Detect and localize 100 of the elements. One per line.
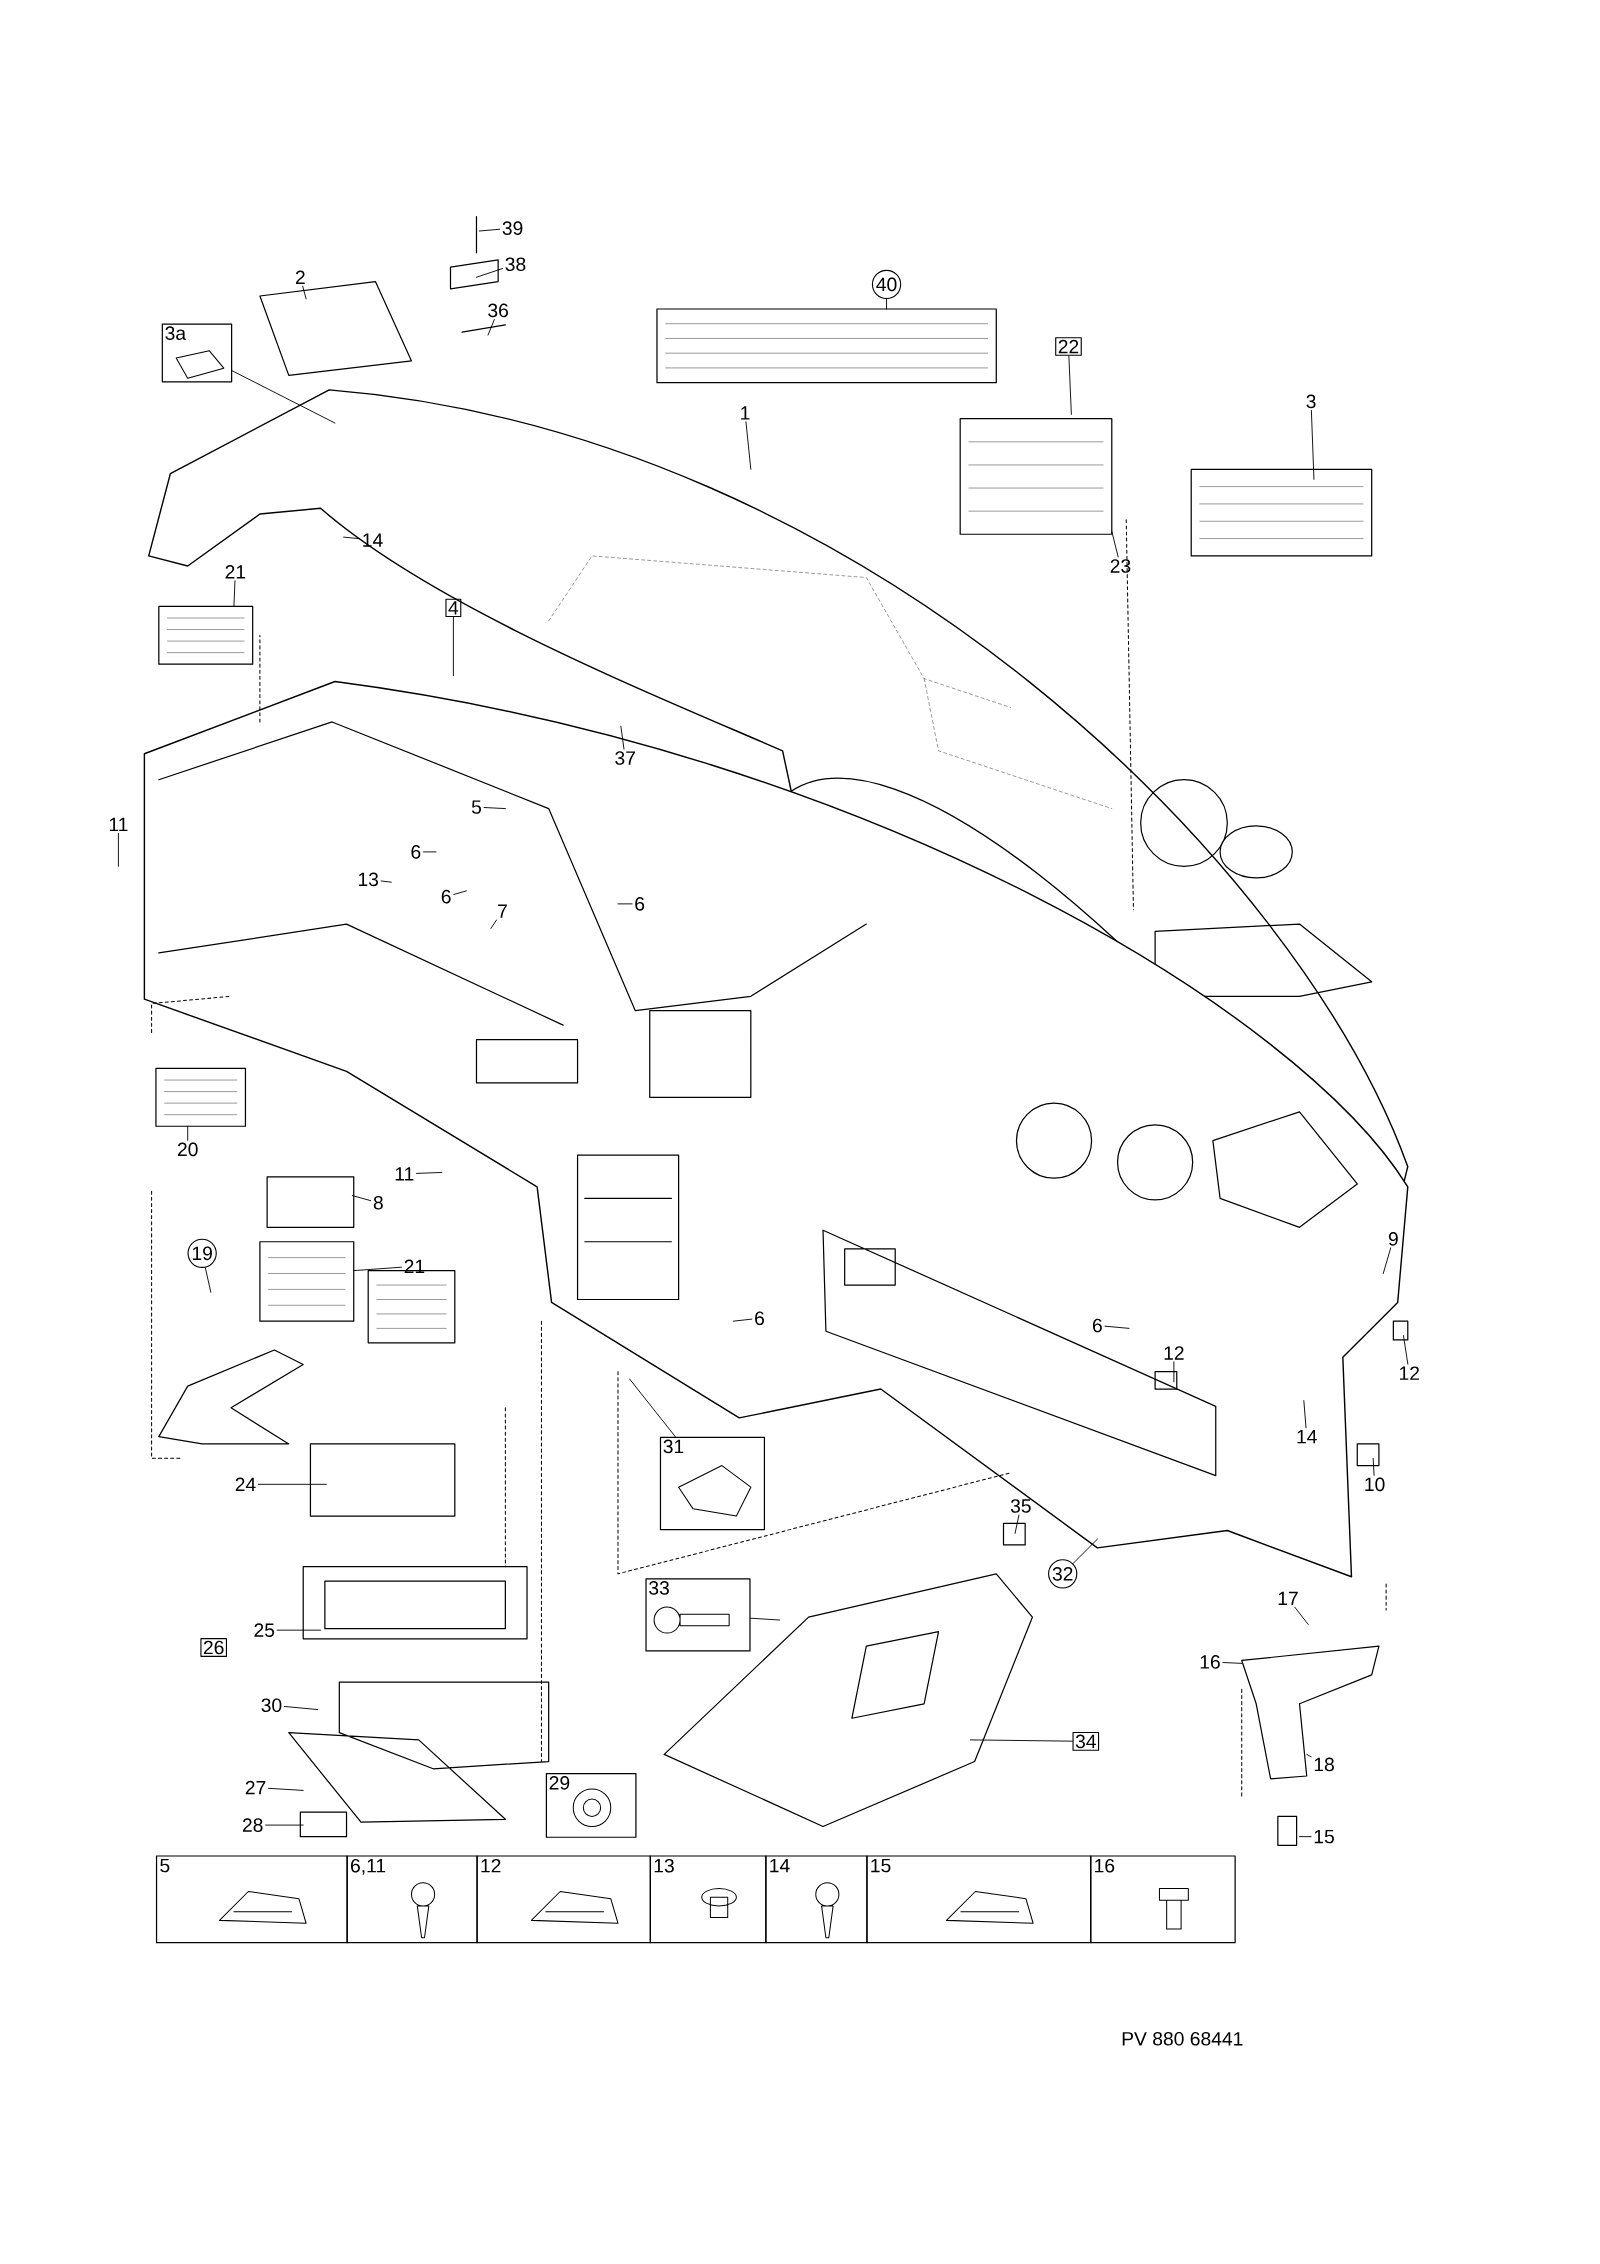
table-cell: 13 — [649, 1855, 767, 1944]
callout-number: 7 — [498, 904, 507, 918]
leader-line — [745, 421, 752, 470]
callout-number: 36 — [488, 303, 509, 318]
leader-line — [1104, 1325, 1130, 1329]
callout-number: 27 — [245, 1780, 266, 1795]
callout-number: 34 — [1072, 1731, 1100, 1751]
table-cell: 12 — [476, 1855, 652, 1944]
callout-number: 18 — [1314, 1757, 1334, 1772]
callout-number: 39 — [502, 221, 523, 235]
table-cell: 16 — [1090, 1855, 1236, 1944]
callout-number: 11 — [109, 817, 128, 832]
callout-number: 19 — [187, 1238, 217, 1268]
callout-number: 16 — [1200, 1655, 1220, 1669]
leader-line — [284, 1706, 319, 1711]
leader-line — [204, 1267, 212, 1293]
leader-line — [1382, 1247, 1392, 1274]
leader-line — [1311, 410, 1315, 480]
leader-line — [1072, 1538, 1098, 1564]
leader-line — [1299, 1836, 1312, 1838]
callout-number: 10 — [1365, 1477, 1385, 1492]
callout-number: 30 — [261, 1698, 282, 1713]
callout-number: 1 — [741, 406, 750, 420]
callout-number: 38 — [505, 257, 526, 272]
callout-number: 4 — [445, 598, 462, 618]
leader-line — [1303, 1400, 1307, 1429]
leader-line — [302, 285, 307, 300]
leader-line — [1068, 355, 1072, 415]
leader-line — [886, 298, 888, 310]
callout-number: 26 — [200, 1638, 228, 1657]
leader-line — [620, 725, 625, 750]
leader-line — [1014, 1514, 1020, 1534]
table-cell: 5 — [156, 1855, 348, 1944]
picture-box: 3a — [161, 323, 233, 383]
callout-number: 21 — [225, 565, 246, 579]
leader-line — [265, 1824, 304, 1826]
leader-line — [483, 807, 506, 810]
leader-line — [476, 268, 504, 278]
callout-number: 13 — [359, 872, 379, 887]
callout-number: 3 — [1306, 394, 1316, 409]
leader-line — [1294, 1606, 1309, 1625]
callout-number: 12 — [1400, 1366, 1420, 1380]
callout-number: 17 — [1278, 1591, 1298, 1605]
callout-number: 6 — [1093, 1318, 1102, 1333]
leader-line — [276, 1629, 322, 1631]
callout-number: 37 — [615, 751, 636, 765]
callout-number: 21 — [404, 1259, 425, 1274]
table-cell: 6,11 — [346, 1855, 478, 1944]
callout-number: 14 — [1297, 1430, 1317, 1444]
callout-number: 35 — [1010, 1499, 1031, 1513]
leader-line — [351, 1195, 372, 1202]
leader-line — [353, 1266, 402, 1272]
leader-line — [453, 890, 467, 895]
callout-number: 24 — [235, 1477, 256, 1492]
callout-number: 5 — [472, 800, 482, 814]
picture-box: 31 — [659, 1436, 766, 1531]
leader-line — [453, 616, 454, 677]
leader-line — [1173, 1361, 1175, 1383]
leader-line — [487, 319, 495, 336]
leader-line — [1222, 1662, 1243, 1664]
leader-line — [423, 851, 437, 853]
callout-number: 12 — [1164, 1346, 1184, 1360]
picture-box: 33 — [645, 1578, 751, 1652]
callout-number: 6 — [755, 1311, 765, 1326]
leader-line — [1403, 1335, 1409, 1365]
callout-number: 23 — [1110, 559, 1131, 573]
leader-line — [231, 370, 336, 424]
leader-line — [969, 1739, 1074, 1742]
leader-line — [617, 903, 633, 905]
callout-number: 6 — [635, 897, 645, 911]
callout-number: 9 — [1389, 1232, 1398, 1246]
callout-number: 2 — [296, 270, 305, 284]
leader-line — [343, 536, 361, 540]
leader-line — [1372, 1457, 1375, 1476]
leader-line — [1111, 530, 1119, 558]
leader-line — [268, 1787, 304, 1791]
table-cell: 14 — [765, 1855, 868, 1944]
callout-number: 6 — [441, 889, 451, 904]
callout-number: 25 — [254, 1623, 275, 1637]
callout-number: 20 — [178, 1142, 198, 1157]
callout-number: 15 — [1314, 1829, 1335, 1844]
callout-number: 32 — [1048, 1559, 1078, 1589]
callout-number: 6 — [411, 845, 421, 859]
leader-line — [1306, 1753, 1312, 1758]
callout-number: 28 — [243, 1818, 263, 1832]
leader-line — [490, 919, 498, 929]
part-number: PV 880 68441 — [1122, 2031, 1243, 2046]
callout-number: 22 — [1055, 337, 1082, 356]
leader-line — [479, 228, 501, 232]
leader-line — [233, 580, 236, 607]
table-cell: 15 — [866, 1855, 1092, 1944]
leader-line — [416, 1172, 443, 1174]
callout-number: 11 — [395, 1167, 414, 1181]
callout-number: 14 — [363, 533, 383, 547]
callout-number: 40 — [872, 269, 902, 300]
picture-box: 29 — [545, 1773, 637, 1838]
leader-line — [187, 1125, 189, 1141]
leader-line — [750, 1617, 781, 1621]
leader-line — [629, 1378, 676, 1438]
leader-line — [118, 832, 119, 867]
